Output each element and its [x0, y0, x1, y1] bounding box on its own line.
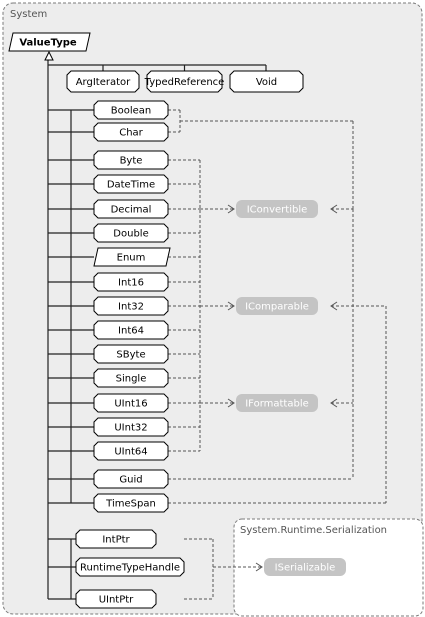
icomparable-label: IComparable	[245, 302, 309, 313]
runtimetypehandle-node[interactable]: RuntimeTypeHandle	[75, 557, 185, 577]
int32-label: Int32	[118, 302, 144, 313]
decimal-label: Decimal	[111, 205, 152, 216]
int16-label: Int16	[118, 278, 144, 289]
uint16-node[interactable]: UInt16	[93, 393, 169, 413]
uint64-label: UInt64	[114, 447, 147, 458]
timespan-node[interactable]: TimeSpan	[93, 493, 169, 513]
iformattable-interface[interactable]: IFormattable	[236, 394, 318, 412]
double-node[interactable]: Double	[93, 223, 169, 243]
implements-arrow-icon	[255, 562, 263, 572]
boolean-node[interactable]: Boolean	[93, 100, 169, 120]
timespan-label: TimeSpan	[105, 499, 156, 510]
implements-arrow-icon	[227, 301, 235, 311]
uintptr-node[interactable]: UIntPtr	[75, 589, 157, 609]
iconvertible-interface[interactable]: IConvertible	[236, 200, 318, 218]
argiterator-label: ArgIterator	[76, 77, 131, 88]
guid-node[interactable]: Guid	[93, 469, 169, 489]
byte-node[interactable]: Byte	[93, 150, 169, 170]
enum-node[interactable]: Enum	[93, 247, 171, 267]
implements-arrow-icon	[227, 398, 235, 408]
iconvertible-label: IConvertible	[247, 205, 308, 216]
runtimetypehandle-label: RuntimeTypeHandle	[80, 563, 180, 574]
char-node[interactable]: Char	[93, 122, 169, 142]
implements-arrow-icon	[330, 301, 338, 311]
implements-arrow-icon	[330, 204, 338, 214]
value-types-group: BooleanCharByteDateTimeDecimalDoubleEnum…	[93, 100, 171, 513]
char-label: Char	[119, 128, 143, 139]
single-label: Single	[116, 374, 147, 385]
byte-label: Byte	[120, 156, 143, 167]
connector-layer	[47, 60, 387, 600]
iformattable-label: IFormattable	[245, 399, 309, 410]
guid-label: Guid	[119, 475, 142, 486]
int64-label: Int64	[118, 326, 144, 337]
iserializable-interface[interactable]: ISerializable	[264, 558, 346, 576]
void-label: Void	[256, 77, 277, 88]
intptr-label: IntPtr	[102, 535, 130, 546]
single-node[interactable]: Single	[93, 368, 169, 388]
int16-node[interactable]: Int16	[93, 272, 169, 292]
decimal-node[interactable]: Decimal	[93, 199, 169, 219]
uint32-node[interactable]: UInt32	[93, 417, 169, 437]
boolean-label: Boolean	[111, 106, 152, 117]
sbyte-label: SByte	[116, 350, 145, 361]
serialization-namespace-label: System.Runtime.Serialization	[240, 525, 387, 536]
typedreference-label: TypedReference	[144, 77, 225, 88]
implements-arrow-icon	[227, 204, 235, 214]
int64-node[interactable]: Int64	[93, 320, 169, 340]
implements-arrow-icon	[330, 398, 338, 408]
top-row-group: ArgIterator TypedReference Void	[66, 70, 304, 93]
argiterator-node[interactable]: ArgIterator	[66, 70, 140, 93]
system-namespace-label: System	[10, 9, 47, 20]
icomparable-interface[interactable]: IComparable	[236, 297, 318, 315]
valuetype-node[interactable]: ValueType	[8, 32, 91, 52]
interfaces-group: IConvertibleIComparableIFormattableISeri…	[236, 200, 346, 576]
int32-node[interactable]: Int32	[93, 296, 169, 316]
void-node[interactable]: Void	[229, 70, 304, 93]
sbyte-node[interactable]: SByte	[93, 344, 169, 364]
uint16-label: UInt16	[114, 399, 147, 410]
datetime-label: DateTime	[107, 180, 155, 191]
inheritance-arrow-icon	[44, 50, 54, 61]
datetime-node[interactable]: DateTime	[93, 174, 169, 194]
iserializable-label: ISerializable	[275, 563, 336, 574]
typedreference-node[interactable]: TypedReference	[144, 70, 225, 93]
uint64-node[interactable]: UInt64	[93, 441, 169, 461]
uintptr-label: UIntPtr	[99, 595, 134, 606]
valuetype-label: ValueType	[19, 38, 77, 49]
double-label: Double	[113, 229, 148, 240]
uint32-label: UInt32	[114, 423, 147, 434]
intptr-node[interactable]: IntPtr	[75, 529, 157, 549]
enum-label: Enum	[117, 253, 146, 264]
